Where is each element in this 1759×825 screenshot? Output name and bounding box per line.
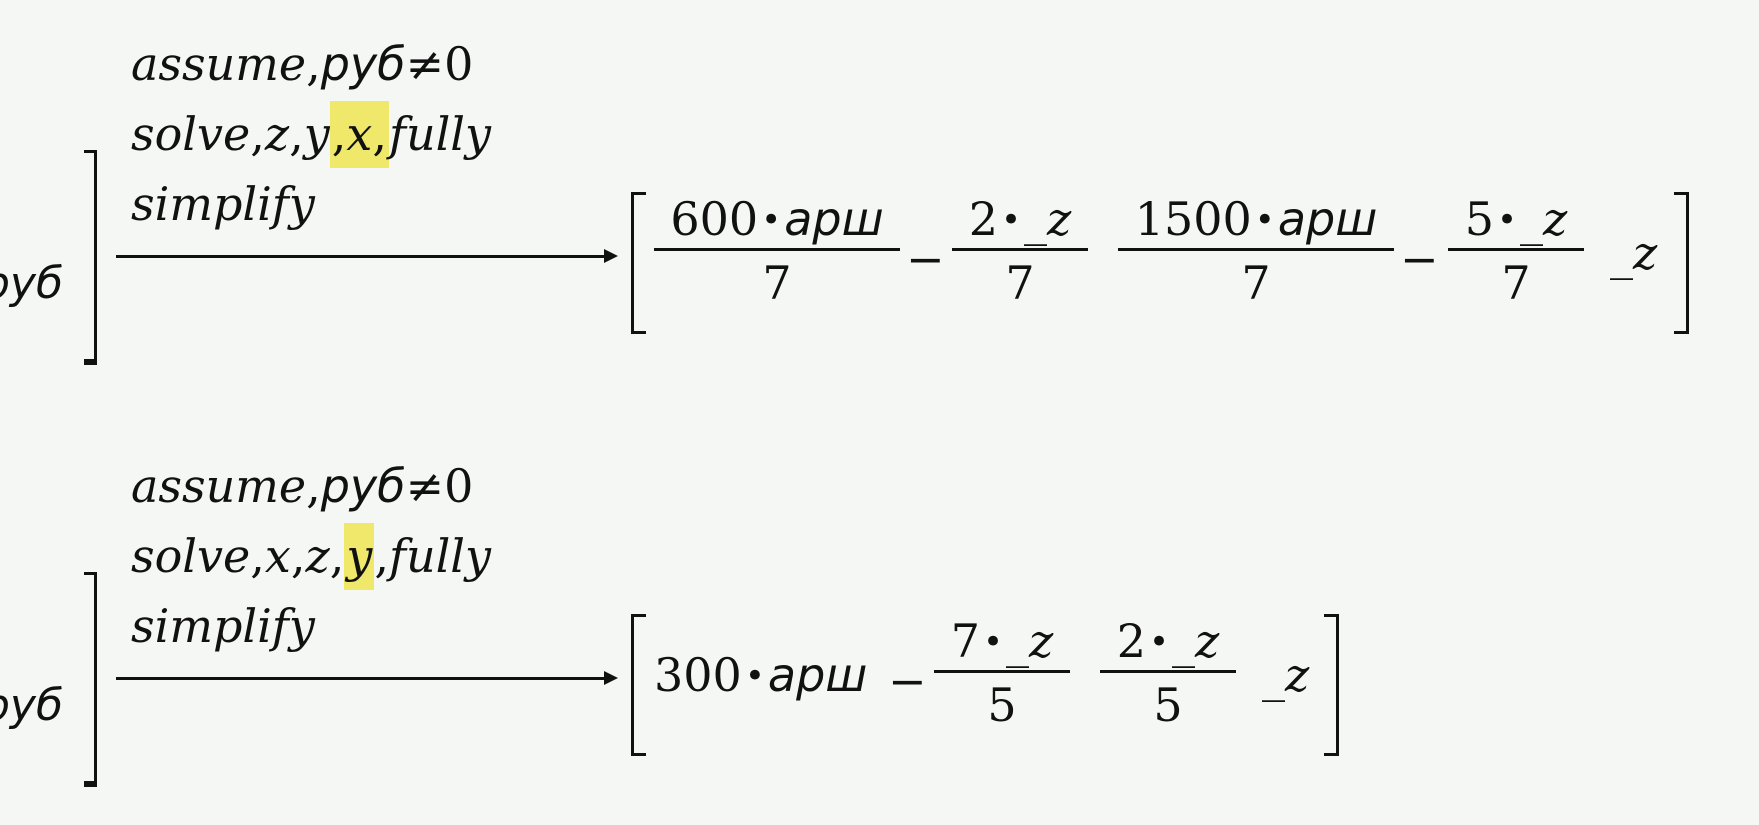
multiply-dot: • <box>744 656 765 697</box>
numerator-number: 2 <box>1116 614 1146 668</box>
solve-variable-z: z <box>305 529 330 583</box>
numerator-number: 7 <box>950 614 980 668</box>
assume-keyword: assume <box>131 37 307 91</box>
multiply-dot: • <box>982 622 1004 663</box>
simplify-keyword: simplify <box>131 177 315 231</box>
assume-keyword-line[interactable]: assume,руб≠0 <box>131 458 473 514</box>
fraction-term-3: 2•_z 5 <box>1100 612 1236 732</box>
minus-sign: − <box>1400 232 1439 286</box>
numerator-variable: арш <box>1277 192 1378 246</box>
comma: , <box>250 529 265 583</box>
lhs-variable: руб <box>0 680 64 731</box>
variable: арш <box>767 648 868 702</box>
multiply-dot: • <box>1148 622 1170 663</box>
coefficient: 300 <box>654 648 742 702</box>
fraction-bar <box>1448 248 1584 251</box>
solve-option: fully <box>388 107 491 161</box>
numerator-variable: _z <box>1024 192 1072 246</box>
symbolic-arrow <box>116 677 606 680</box>
solve-variable-x[interactable]: x <box>346 107 373 161</box>
denominator: 7 <box>1501 256 1531 310</box>
numerator-number: 1500 <box>1134 192 1252 246</box>
minus-sign: − <box>888 654 927 708</box>
numerator-variable: арш <box>784 192 884 246</box>
fraction-term-2: 7•_z 5 <box>934 612 1070 732</box>
fraction-term-4: 5•_z 7 <box>1448 190 1584 310</box>
free-variable-term: _z <box>1262 648 1310 702</box>
solve-keyword: solve <box>131 529 251 583</box>
numerator-variable: _z <box>1006 614 1054 668</box>
solve-variable-x: x <box>264 529 291 583</box>
solve-variable-z: z <box>264 107 290 161</box>
multiply-dot: • <box>1000 200 1022 241</box>
matrix-left-bracket <box>631 192 646 334</box>
fraction-bar <box>1100 670 1236 673</box>
comma: , <box>250 107 265 161</box>
solve-option: fully <box>388 529 491 583</box>
fraction-term-1: 600•арш 7 <box>654 190 900 310</box>
arrow-head-icon <box>604 249 618 263</box>
comma: , <box>331 107 347 161</box>
assume-variable: руб <box>320 37 406 91</box>
denominator: 5 <box>987 678 1017 732</box>
comma: , <box>290 529 306 583</box>
fraction-bar <box>934 670 1070 673</box>
multiply-dot: • <box>761 200 782 241</box>
matrix-left-bracket <box>631 614 646 756</box>
highlighted-selection[interactable]: ,x, <box>329 101 389 168</box>
assume-relation: ≠0 <box>405 459 474 513</box>
fraction-bar <box>654 248 900 251</box>
term-1: 300•арш <box>654 648 867 702</box>
numerator-number: 5 <box>1464 192 1494 246</box>
numerator-number: 600 <box>670 192 759 246</box>
assume-keyword-line[interactable]: assume,руб≠0 <box>131 36 473 92</box>
fraction-term-3: 1500•арш 7 <box>1118 190 1394 310</box>
highlighted-selection[interactable]: y <box>344 523 375 590</box>
lhs-variable: руб <box>0 258 64 309</box>
symbolic-evaluation-block-1[interactable]: assume,руб≠0 solve,z,y,x,fully simplify … <box>0 0 1759 400</box>
arrow-head-icon <box>604 671 618 685</box>
evaluation-bracket <box>84 150 97 365</box>
simplify-keyword-line[interactable]: simplify <box>131 598 315 654</box>
assume-variable: руб <box>320 459 406 513</box>
denominator: 7 <box>762 256 792 310</box>
comma: , <box>306 459 321 513</box>
denominator: 7 <box>1241 256 1271 310</box>
simplify-keyword: simplify <box>131 599 315 653</box>
solve-keyword: solve <box>131 107 251 161</box>
symbolic-arrow <box>116 255 606 258</box>
numerator-variable: _z <box>1172 614 1220 668</box>
comma: , <box>329 529 345 583</box>
solve-keyword-line[interactable]: solve,z,y,x,fully <box>131 101 491 168</box>
assume-relation: ≠0 <box>405 37 474 91</box>
numerator-variable: _z <box>1520 192 1568 246</box>
evaluation-bracket <box>84 572 97 787</box>
denominator: 7 <box>1005 256 1035 310</box>
simplify-keyword-line[interactable]: simplify <box>131 176 315 232</box>
solve-variable-y: y <box>303 107 330 161</box>
matrix-right-bracket <box>1674 192 1689 334</box>
minus-sign: − <box>906 232 945 286</box>
fraction-bar <box>952 248 1088 251</box>
fraction-bar <box>1118 248 1394 251</box>
numerator-number: 2 <box>968 192 998 246</box>
symbolic-evaluation-block-2[interactable]: assume,руб≠0 solve,x,z,y,fully simplify … <box>0 420 1759 820</box>
assume-keyword: assume <box>131 459 307 513</box>
matrix-right-bracket <box>1324 614 1339 756</box>
comma: , <box>372 107 387 161</box>
denominator: 5 <box>1153 678 1183 732</box>
fraction-term-2: 2•_z 7 <box>952 190 1088 310</box>
comma: , <box>374 529 389 583</box>
comma: , <box>289 107 304 161</box>
comma: , <box>306 37 321 91</box>
solve-keyword-line[interactable]: solve,x,z,y,fully <box>131 523 491 590</box>
solve-variable-y[interactable]: y <box>346 529 373 583</box>
multiply-dot: • <box>1496 200 1518 241</box>
multiply-dot: • <box>1254 200 1275 241</box>
free-variable-term: _z <box>1610 226 1658 280</box>
